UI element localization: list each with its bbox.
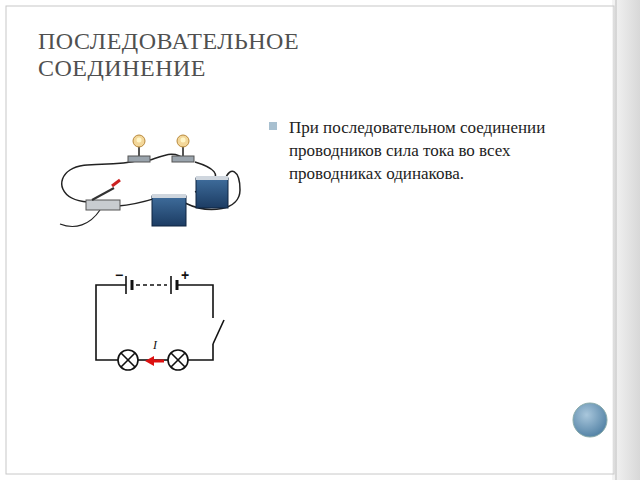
circuit-picture	[60, 135, 240, 226]
minus-sign: −	[115, 268, 123, 282]
series-circuit-schematic	[96, 276, 224, 370]
bullet-marker	[269, 122, 277, 130]
plus-sign: +	[181, 268, 189, 282]
current-symbol: I	[153, 339, 157, 351]
decor-ball	[573, 403, 607, 437]
current-arrow	[145, 356, 164, 366]
slide-frame	[6, 0, 640, 480]
slide-title: ПОСЛЕДОВАТЕЛЬНОЕ СОЕДИНЕНИЕ	[38, 28, 418, 82]
bullet-text: При последовательном соединении проводни…	[289, 116, 589, 185]
